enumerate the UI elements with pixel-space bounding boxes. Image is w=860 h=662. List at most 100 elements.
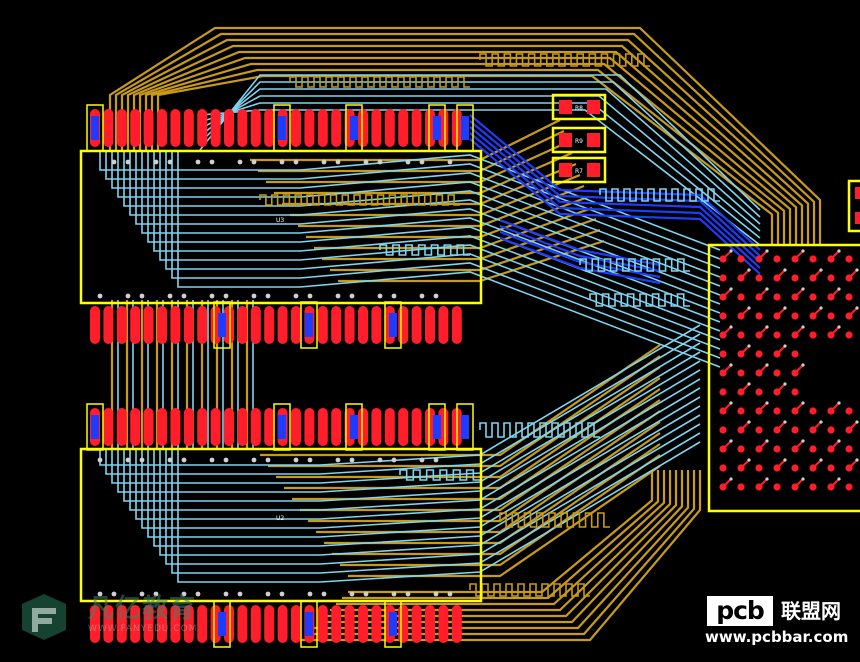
bga-fanout [812, 421, 822, 431]
via [307, 457, 313, 463]
bga-via [783, 306, 787, 310]
bga-fanout [812, 459, 822, 469]
pad-highlight [278, 415, 286, 439]
bga-pad [737, 369, 745, 377]
bga-pad [791, 350, 799, 358]
edge-component-outline[interactable] [847, 179, 860, 233]
ic-pad [103, 408, 114, 446]
via [335, 293, 341, 299]
r8-outline[interactable] [551, 93, 607, 121]
via [321, 591, 327, 597]
bga-via [837, 401, 841, 405]
bga-via [765, 249, 769, 253]
bga-pad [773, 255, 781, 263]
bga-via [819, 268, 823, 272]
bga-fanout [758, 288, 768, 298]
bga-via [801, 325, 805, 329]
bga-pad [737, 293, 745, 301]
bga-outline[interactable] [707, 243, 860, 513]
via [293, 159, 299, 165]
ic-pad [157, 306, 167, 344]
bga-fanout [722, 250, 732, 260]
via [433, 457, 439, 463]
bga-fanout [722, 288, 732, 298]
ic-pad [103, 306, 114, 344]
bga-via [837, 249, 841, 253]
via [419, 159, 425, 165]
ic-pad [371, 605, 382, 643]
r7-outline[interactable] [551, 156, 607, 184]
via [139, 591, 145, 597]
u3-outline[interactable] [79, 149, 483, 305]
bga-via [783, 268, 787, 272]
bga-via [801, 363, 805, 367]
bga-pad [719, 388, 727, 396]
bga-via [765, 439, 769, 443]
bga-via [747, 420, 751, 424]
ic-pad [116, 408, 127, 446]
bga-via [801, 401, 805, 405]
ic-pad [157, 109, 167, 147]
inner-trace-lower [141, 387, 701, 529]
pad-highlight [305, 612, 313, 636]
ic-pad [411, 109, 422, 147]
bga-fanout [776, 383, 786, 393]
u2-outline[interactable] [79, 447, 483, 603]
via [391, 293, 397, 299]
bga-via [747, 268, 751, 272]
bottom-trace-2 [499, 224, 661, 273]
bga-via [855, 458, 859, 462]
bga-pad [827, 274, 835, 282]
bga-fanout [776, 459, 786, 469]
ic-pad [170, 605, 181, 643]
fan-trace-lower [332, 443, 661, 556]
bga-fanout [758, 478, 768, 488]
bga-via [729, 287, 733, 291]
ic-pad [183, 605, 194, 643]
ic-pad [103, 109, 114, 147]
via [377, 293, 383, 299]
bga-pad [737, 255, 745, 263]
fan-trace-lower [348, 465, 661, 578]
bga-via [783, 382, 787, 386]
bottom-bundle-trace [348, 470, 654, 594]
ic-pad [237, 109, 248, 147]
ic-pad [317, 109, 328, 147]
bga-fanout [794, 364, 804, 374]
bga-pad [791, 388, 799, 396]
bga-via [729, 249, 733, 253]
bga-fanout [722, 402, 732, 412]
bga-via [837, 287, 841, 291]
pcbbar-logo-box: pcb [707, 596, 773, 626]
via [223, 293, 229, 299]
inner-trace [165, 150, 721, 350]
fan-trace-lower [300, 399, 661, 512]
ic-pad [291, 408, 301, 446]
bottom-trace [469, 126, 761, 263]
length-matching-serpentines [259, 53, 720, 597]
ic-pad [170, 408, 181, 446]
ic-pad [438, 306, 449, 344]
via [363, 159, 369, 165]
bga-fanout [848, 421, 858, 431]
r9-outline[interactable] [551, 126, 607, 154]
bga-via [729, 363, 733, 367]
ic-pad [371, 408, 382, 446]
ic-pad [371, 109, 382, 147]
bga-pad [845, 331, 853, 339]
via [97, 457, 103, 463]
fan-trace-lower [260, 344, 661, 457]
inner-trace [177, 150, 721, 368]
inner-trace [117, 150, 721, 278]
via [447, 159, 453, 165]
ic-pad [224, 605, 234, 643]
via [125, 159, 131, 165]
bga-via [747, 344, 751, 348]
bga-pad [737, 483, 745, 491]
bga-via [765, 401, 769, 405]
fan-trace-lower [316, 421, 661, 534]
bga-via [855, 420, 859, 424]
ic-pad [425, 605, 435, 643]
bga-pad [809, 293, 817, 301]
ic-pad [224, 408, 234, 446]
